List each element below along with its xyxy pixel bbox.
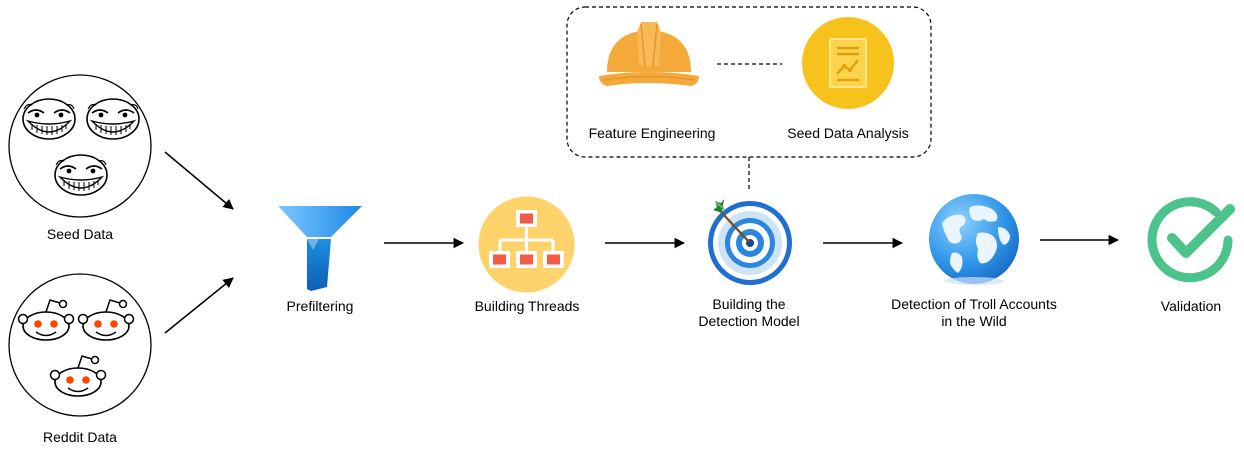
funnel-icon bbox=[277, 205, 363, 291]
hierarchy-icon bbox=[478, 196, 575, 293]
building-model-label: Building the Detection Model bbox=[698, 296, 800, 329]
validation-label: Validation bbox=[1160, 298, 1222, 314]
reddit-alien-icon bbox=[49, 355, 107, 397]
seed-data-label: Seed Data bbox=[46, 226, 114, 242]
reddit-data-group bbox=[7, 272, 153, 418]
troll-face-icon bbox=[22, 98, 76, 140]
detection-wild-label: Detection of Troll Accounts in the Wild bbox=[891, 296, 1057, 329]
arrow-seed-to-prefilter bbox=[164, 151, 234, 210]
globe-icon bbox=[928, 193, 1020, 285]
feature-group-box bbox=[566, 6, 932, 158]
seed-data-group bbox=[7, 73, 153, 219]
reddit-data-label: Reddit Data bbox=[43, 429, 117, 445]
troll-face-icon bbox=[86, 98, 140, 140]
prefiltering-label: Prefiltering bbox=[286, 298, 354, 314]
feature-engineering-label: Feature Engineering bbox=[588, 125, 716, 141]
report-icon bbox=[801, 16, 895, 110]
building-threads-label: Building Threads bbox=[474, 298, 580, 314]
troll-face-icon bbox=[54, 154, 108, 196]
check-circle-icon bbox=[1146, 196, 1236, 284]
arrow-reddit-to-prefilter bbox=[164, 277, 234, 334]
hard-hat-icon bbox=[597, 22, 701, 92]
reddit-alien-icon bbox=[77, 299, 135, 341]
reddit-alien-icon bbox=[17, 299, 75, 341]
seed-data-analysis-label: Seed Data Analysis bbox=[787, 125, 909, 141]
target-icon bbox=[702, 198, 796, 288]
